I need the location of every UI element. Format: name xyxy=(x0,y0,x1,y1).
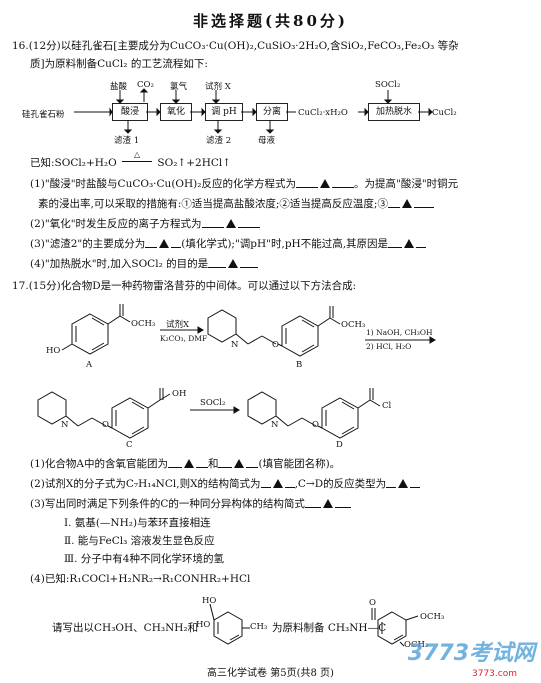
final-structures xyxy=(209,603,419,647)
compound-b-label: B xyxy=(296,360,303,370)
q17-line1: 17.(15分)化合物D是一种药物雷洛昔芬的中间体。可以通过以下方法合成: xyxy=(12,280,357,292)
answer-blank-icon xyxy=(272,479,283,488)
answer-blank-icon xyxy=(183,459,194,468)
reagent-socl2: SOCl₂ xyxy=(375,80,401,90)
q17-part2-text: (2)试剂X的分子式为C₇H₁₄NCl,则X的结构简式为 xyxy=(30,478,261,490)
q16-part4: (4)"加热脱水"时,加入SOCl₂ 的目的是 xyxy=(30,258,259,271)
q16-part3: (3)"滤渣2"的主要成分为 (填化学式);"调pH"时,pH不能过高,其原因是 xyxy=(30,238,427,251)
compound-d-label: D xyxy=(336,440,343,450)
reagent-naoh: 1) NaOH, CH₃OH xyxy=(366,328,433,337)
compound-a-label: A xyxy=(86,360,93,370)
known-reaction: 已知:SOCl₂+H₂O △ SO₂↑+2HCl↑ xyxy=(30,150,232,170)
q16-part1-line2: 素的浸出率,可以采取的措施有:①适当提高盐酸浓度;②适当提高反应温度;③ xyxy=(38,198,434,211)
reagent-hcl-water: 2) HCl, H₂O xyxy=(366,342,412,351)
section-title: 非选择题(共80分) xyxy=(192,12,349,30)
reagent-x: 试剂 X xyxy=(205,82,231,92)
reagent-socl2-c: SOCl₂ xyxy=(200,398,226,408)
group-och3-bottom: OCH₃ xyxy=(404,640,429,650)
answer-blank-icon xyxy=(404,239,415,248)
flow-start: 硅孔雀石粉 xyxy=(22,110,65,120)
known-lhs: 已知:SOCl₂+H₂O xyxy=(30,157,117,169)
group-ch3: CH₃ xyxy=(250,622,268,632)
answer-blank-icon xyxy=(228,259,239,268)
group-och3-top: OCH₃ xyxy=(420,612,445,622)
reagent-co2: CO₂ xyxy=(137,80,154,90)
q17-part5-a: 请写出以CH₃OH、CH₃NH₂和 xyxy=(52,622,199,634)
q16-part1-text2: 。为提高"酸浸"时铜元 xyxy=(353,178,459,190)
heat-symbol: △ xyxy=(133,150,141,159)
q16-part1-line1: (1)"酸浸"时盐酸与CuCO₃·Cu(OH)₂反应的化学方程式为 。为提高"酸浸… xyxy=(30,178,458,191)
answer-blank-icon xyxy=(319,179,330,188)
q16-part2-text: (2)"氧化"时发生反应的离子方程式为 xyxy=(30,218,202,230)
q17-part2: (2)试剂X的分子式为C₇H₁₄NCl,则X的结构简式为 ,C→D的反应类型为 xyxy=(30,478,421,491)
q16-part1-text: (1)"酸浸"时盐酸与CuCO₃·Cu(OH)₂反应的化学方程式为 xyxy=(30,178,296,190)
condition-1: Ⅰ. 氨基(—NH₂)与苯环直接相连 xyxy=(64,517,211,529)
atom-o-c: O xyxy=(102,420,109,430)
reagent-x-label: 试剂X xyxy=(166,320,190,330)
watermark-logo: 3773考试网 xyxy=(407,641,535,666)
q17-part3-text: (3)写出同时满足下列条件的C的一种同分异构体的结构简式 xyxy=(30,498,305,510)
group-oh-c: OH xyxy=(172,389,187,399)
compound-c-label: C xyxy=(126,440,133,450)
q17-part1-text3: (填官能团名称)。 xyxy=(258,458,341,470)
page-footer: 高三化学试卷 第5页(共8 页) xyxy=(207,668,334,679)
answer-blank-icon xyxy=(322,499,333,508)
q17-part5-b: 为原料制备 CH₃NH—C xyxy=(272,622,387,634)
atom-ho-left: HO xyxy=(196,620,211,630)
answer-blank-icon xyxy=(401,199,412,208)
group-och3-a: OCH₃ xyxy=(131,319,156,329)
atom-n-b: N xyxy=(231,340,239,350)
answer-blank-icon xyxy=(398,479,409,488)
q17-part1: (1)化合物A中的含氧官能团为 和 (填官能团名称)。 xyxy=(30,458,340,471)
flow-product: CuCl₂ xyxy=(432,108,457,118)
answer-blank-icon xyxy=(159,239,170,248)
atom-n-c: N xyxy=(61,420,69,430)
atom-o-b: O xyxy=(272,340,279,350)
q17-part3: (3)写出同时满足下列条件的C的一种同分异构体的结构简式 xyxy=(30,498,351,511)
q17-part1-text: (1)化合物A中的含氧官能团为 xyxy=(30,458,168,470)
answer-blank-icon xyxy=(234,459,245,468)
reagent-k2co3-dmf: K₂CO₃, DMF xyxy=(160,334,208,343)
condition-3: Ⅲ. 分子中有4种不同化学环境的氢 xyxy=(64,553,224,565)
atom-n-d: N xyxy=(271,420,279,430)
q16-part2: (2)"氧化"时发生反应的离子方程式为 xyxy=(30,218,260,231)
flow-arrows xyxy=(74,88,433,134)
atom-o-d: O xyxy=(312,420,319,430)
q16-line2: 质]为原料制备CuCl₂ 的工艺流程如下: xyxy=(30,58,208,70)
waste-residue-2: 滤渣 2 xyxy=(206,136,232,146)
q16-line1: 16.(12分)以硅孔雀石[主要成分为CuCO₃·Cu(OH)₂,CuSiO₃·… xyxy=(12,40,459,52)
watermark-url: 3773.com xyxy=(472,669,517,679)
flow-intermediate: CuCl₂·xH₂O xyxy=(298,108,348,118)
waste-residue-1: 滤渣 1 xyxy=(114,136,140,146)
q16-part3-text: (3)"滤渣2"的主要成分为 xyxy=(30,238,146,250)
q17-part1-text2: 和 xyxy=(207,458,219,470)
atom-cl-d: Cl xyxy=(382,401,392,411)
group-och3-b: OCH₃ xyxy=(341,320,366,330)
reagent-cl2: 氯气 xyxy=(170,82,188,92)
atom-ho-top: HO xyxy=(202,596,217,606)
q16-part4-text: (4)"加热脱水"时,加入SOCl₂ 的目的是 xyxy=(30,258,209,270)
atom-o-amide: O xyxy=(369,598,376,608)
atom-ho-a: HO xyxy=(46,346,61,356)
answer-blank-icon xyxy=(225,219,236,228)
known-rhs: SO₂↑+2HCl↑ xyxy=(157,157,232,169)
q17-part2-text2: ,C→D的反应类型为 xyxy=(294,478,387,490)
synthesis-scheme xyxy=(37,304,436,439)
condition-2: Ⅱ. 能与FeCl₃ 溶液发生显色反应 xyxy=(64,535,215,547)
q17-part4: (4)已知:R₁COCl+H₂NR₂→R₁CONHR₂+HCl xyxy=(30,573,251,585)
q16-part1-text3: 素的浸出率,可以采取的措施有:①适当提高盐酸浓度;②适当提高反应温度;③ xyxy=(38,198,388,210)
reagent-hcl: 盐酸 xyxy=(110,82,128,92)
q16-part3-text2: (填化学式);"调pH"时,pH不能过高,其原因是 xyxy=(181,238,389,250)
waste-mother-liquor: 母液 xyxy=(258,136,276,146)
